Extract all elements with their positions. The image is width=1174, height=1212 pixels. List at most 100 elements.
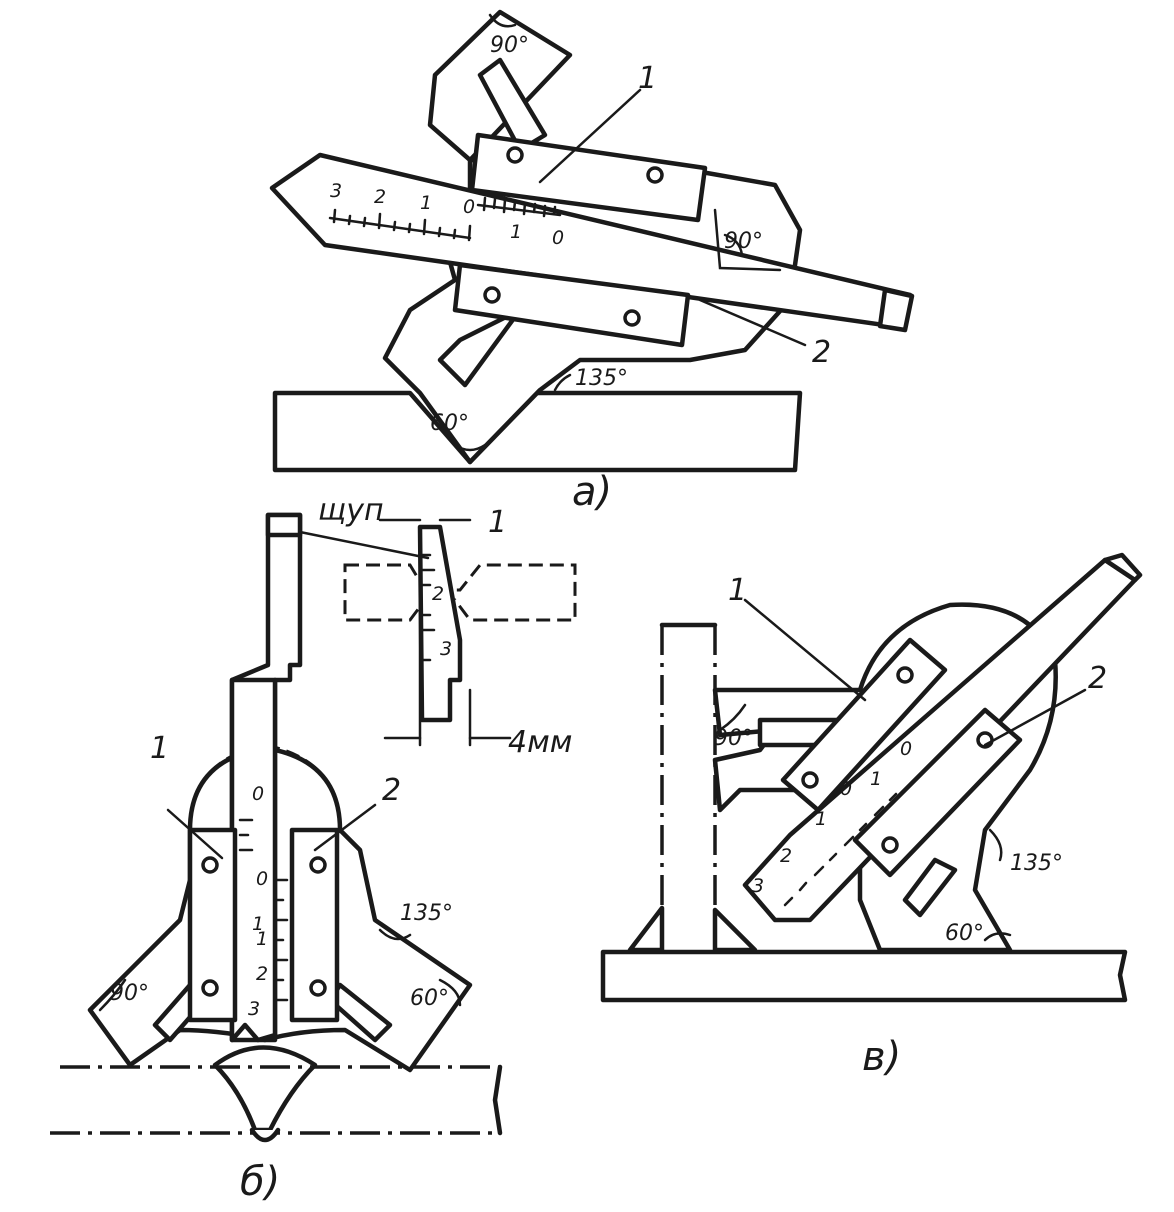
probe-detail-probe (417, 524, 463, 723)
figure-b-angle-135: 135° (400, 901, 453, 926)
figure-b-leader-1 (166, 808, 224, 860)
figure-v-angle-90: 90° (714, 726, 753, 751)
probe-detail-title: щуп (318, 493, 384, 528)
figure-v-angle-135: 135° (1010, 851, 1063, 876)
figure-v-leader-1 (743, 598, 867, 702)
figure-a-scale-label: 3 (330, 180, 342, 202)
figure-a-scale-label: 1 (420, 192, 432, 214)
figure-a-plate (272, 390, 803, 473)
figure-a-angle-arc-135 (553, 373, 572, 392)
figure-b-scale-label: 2 (256, 963, 268, 985)
probe-detail: щуп 1 4мм 2 3 (273, 493, 577, 760)
figure-b: 1 2 90° 135° 60° 0 1 0 1 2 3 б) (50, 512, 503, 1205)
probe-detail-leader (298, 530, 430, 560)
figure-b-weld (212, 1045, 318, 1133)
figure-v-angle-arc-90 (718, 703, 747, 732)
figure-a-angle-90-side: 90° (724, 229, 763, 254)
figure-b-scale-label: 0 (256, 868, 268, 890)
figure-a-rivet (623, 309, 641, 327)
figure-b-leader-2 (313, 803, 377, 852)
probe-detail-scale-label: 2 (432, 583, 444, 605)
figure-b-scale-label: 3 (248, 998, 260, 1020)
figure-a-scale-line (328, 216, 472, 240)
figure-v-scale-label: 1 (815, 808, 827, 830)
figure-v-label-1: 1 (728, 573, 747, 608)
figure-b-rivet (201, 856, 219, 874)
figure-v-base-plate (600, 949, 1128, 1003)
figure-a-scale-label: 2 (374, 186, 386, 208)
figure-v-rivet (896, 666, 914, 684)
figure-b-label-1: 1 (150, 731, 169, 766)
figure-v-angle-arc-60 (983, 932, 1012, 942)
figure-a-scale-label: 0 (463, 196, 475, 218)
figure-a-rivet (646, 166, 664, 184)
probe-detail-joint-outline (343, 563, 577, 622)
figure-v-scale-label: 1 (870, 768, 882, 790)
figure-b-caption: б) (240, 1159, 280, 1205)
figure-a-vernier-label: 0 (552, 227, 564, 249)
figure-a-ruler-end (877, 287, 915, 333)
figure-a-angle-60: 60° (430, 411, 469, 436)
figure-v-rivet (881, 836, 899, 854)
figure-a-angle-90-top: 90° (490, 33, 529, 58)
figure-v-leader-2 (983, 688, 1087, 747)
figure-a-vernier-ticks (482, 196, 557, 218)
figure-a-vernier-label: 1 (510, 221, 522, 243)
figure-b-scale-ticks (238, 818, 289, 1002)
figure-b-scale-label: 1 (252, 913, 264, 935)
figure-a-upper-slot (477, 57, 548, 153)
figure-v-angle-arc-135 (988, 828, 1003, 862)
figure-a-caption: a) (572, 469, 612, 515)
figure-v-scale-ticks (783, 792, 898, 907)
figure-b-plate-edge (492, 1064, 503, 1136)
figure-v-rivet (801, 771, 819, 789)
figure-v-weld-right (712, 907, 758, 953)
figure-b-angle-60: 60° (410, 986, 449, 1011)
figure-a: 1 2 90° 90° 135° 60° 3 2 1 0 1 0 a) (269, 9, 915, 515)
figure-a-scale-ticks (332, 208, 472, 242)
figure-b-scale-label: 1 (256, 928, 268, 950)
figure-a-leader-1 (538, 88, 642, 184)
figure-a-clamp-plate-1 (469, 132, 708, 223)
figure-b-angle-arc-60 (438, 978, 462, 1007)
figure-v-scale-label: 2 (780, 845, 792, 867)
figure-v-angle-60: 60° (945, 921, 984, 946)
figure-b-label-2: 2 (382, 773, 401, 808)
figure-b-ruler-blade (229, 677, 278, 1043)
figure-b-scale-label: 0 (252, 783, 264, 805)
figure-v-ruler-end (1102, 552, 1143, 583)
figure-a-rivet (506, 146, 524, 164)
figure-a-angle-arc-90-side (723, 233, 744, 257)
figure-v-lower-slot (902, 857, 958, 918)
figure-a-leader-2 (698, 298, 807, 347)
figure-b-hidden-arc (188, 743, 342, 831)
figure-a-angle-arc-90-top (488, 13, 517, 28)
probe-detail-dimension: 4мм (508, 725, 572, 760)
figure-b-angle-90: 90° (110, 981, 149, 1006)
figure-b-rivet (309, 856, 327, 874)
figure-a-right-angle-notch (713, 208, 782, 272)
figure-v-scale-label: 0 (900, 738, 912, 760)
probe-detail-ticks (420, 553, 436, 662)
figure-v-label-2: 2 (1088, 661, 1107, 696)
figure-a-angle-arc-60 (453, 443, 487, 452)
figure-b-angle-arc-90 (98, 978, 127, 1012)
figure-a-rivet (483, 286, 501, 304)
figure-v-weld-left (627, 905, 665, 953)
figure-a-label-2: 2 (812, 335, 831, 370)
figure-b-angle-arc-135 (378, 928, 412, 941)
figure-b-ruler-cap (265, 512, 303, 538)
figure-a-label-1: 1 (638, 61, 657, 96)
figure-b-weld-root (249, 1127, 281, 1143)
figure-a-vernier-line (476, 203, 562, 217)
figure-b-rivet (309, 979, 327, 997)
figure-v: 1 2 90° 135° 60° 0 1 0 1 2 3 в) (600, 552, 1143, 1080)
figure-v-scale-label: 0 (840, 778, 852, 800)
probe-detail-scale-label: 3 (440, 638, 452, 660)
figure-v-scale-label: 3 (752, 875, 764, 897)
figure-v-clamp-plate-2 (852, 707, 1023, 878)
figure-v-caption: в) (862, 1034, 901, 1080)
figure-b-rivet (201, 979, 219, 997)
probe-detail-label-1: 1 (488, 505, 507, 540)
